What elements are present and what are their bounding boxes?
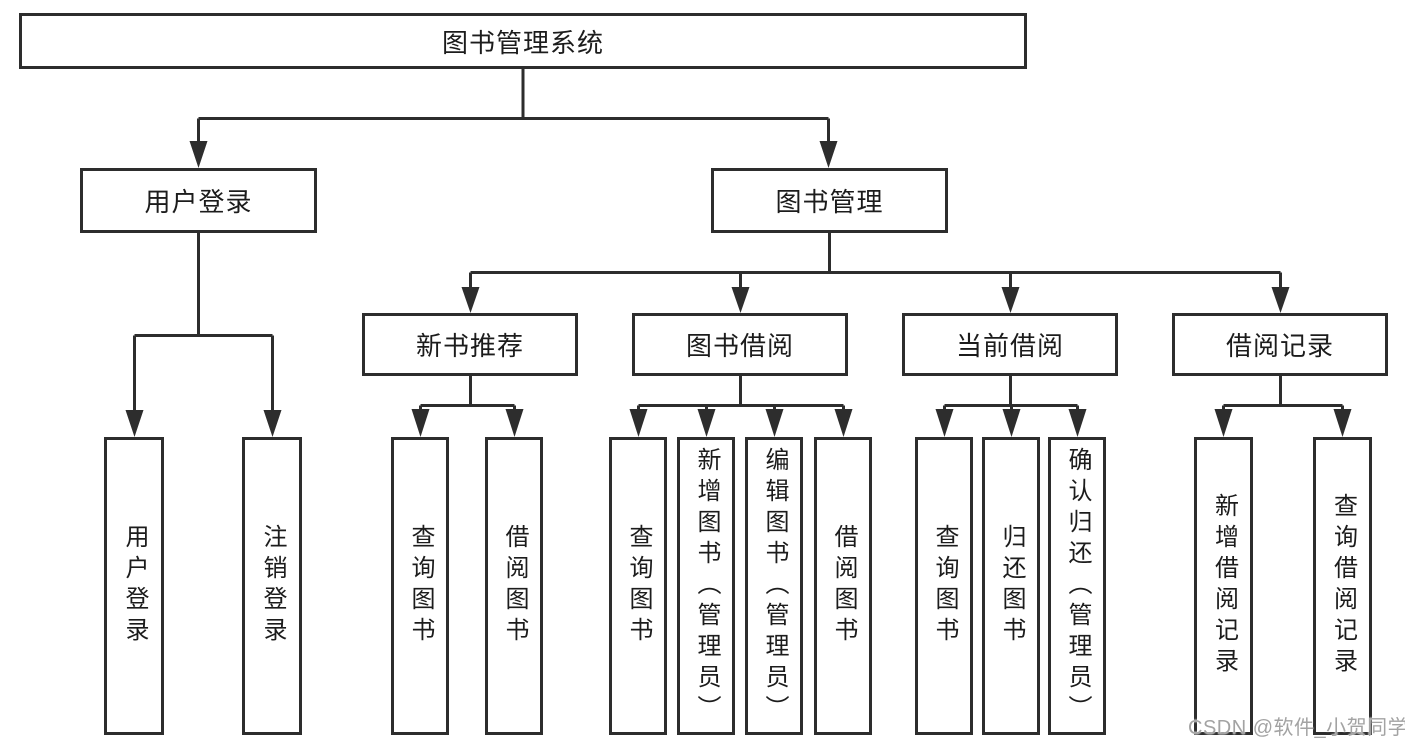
arrowhead [411, 409, 430, 437]
node-current-borrow: 当前借阅 [902, 313, 1118, 376]
leaf-borrow-books: 借阅图书 [814, 437, 872, 735]
arrowhead [189, 141, 208, 168]
leaf-edit-books-admin: 编辑图书（管理员） [745, 437, 803, 735]
leaf-borrow-books-recommend: 借阅图书 [485, 437, 543, 735]
arrowhead [263, 410, 282, 437]
arrowhead [731, 287, 750, 313]
arrowhead [1002, 409, 1021, 437]
connector-book-mgmt-to-level3 [461, 233, 1290, 313]
arrowhead [1001, 287, 1020, 313]
connector-book-borrow-to-leaves [629, 376, 853, 437]
leaf-add-books-admin: 新增图书（管理员） [677, 437, 735, 735]
arrowhead [1333, 409, 1352, 437]
node-book-management: 图书管理 [711, 168, 948, 233]
leaf-return-books: 归还图书 [982, 437, 1040, 735]
node-borrow-records: 借阅记录 [1172, 313, 1388, 376]
leaf-query-books-recommend: 查询图书 [391, 437, 449, 735]
leaf-user-login: 用户登录 [104, 437, 164, 735]
connector-user-login-to-leaves [125, 233, 282, 437]
arrowhead [935, 409, 954, 437]
arrowhead [629, 409, 648, 437]
arrowhead [834, 409, 853, 437]
connector-current-borrow-to-leaves [935, 376, 1087, 437]
leaf-query-books-borrow: 查询图书 [609, 437, 667, 735]
arrowhead [1214, 409, 1233, 437]
leaf-logout: 注销登录 [242, 437, 302, 735]
node-new-book-recommend: 新书推荐 [362, 313, 578, 376]
connector-borrow-records-to-leaves [1214, 376, 1352, 437]
node-book-borrow: 图书借阅 [632, 313, 848, 376]
arrowhead [765, 409, 784, 437]
arrowhead [697, 409, 716, 437]
arrowhead [125, 410, 144, 437]
arrowhead [505, 409, 524, 437]
node-root-library-system: 图书管理系统 [19, 13, 1027, 69]
connector-new-books-to-leaves [411, 376, 524, 437]
arrowhead [461, 287, 480, 313]
csdn-watermark: CSDN @软件_小贺同学 [1188, 717, 1405, 739]
leaf-confirm-return-admin: 确认归还（管理员） [1048, 437, 1106, 735]
arrowhead [1068, 409, 1087, 437]
node-user-login: 用户登录 [80, 168, 317, 233]
arrowhead [1271, 287, 1290, 313]
leaf-add-borrow-record: 新增借阅记录 [1194, 437, 1253, 735]
leaf-query-borrow-record: 查询借阅记录 [1313, 437, 1372, 735]
connector-root-to-level2 [189, 69, 838, 168]
arrowhead [819, 141, 838, 168]
leaf-query-books-current: 查询图书 [915, 437, 973, 735]
